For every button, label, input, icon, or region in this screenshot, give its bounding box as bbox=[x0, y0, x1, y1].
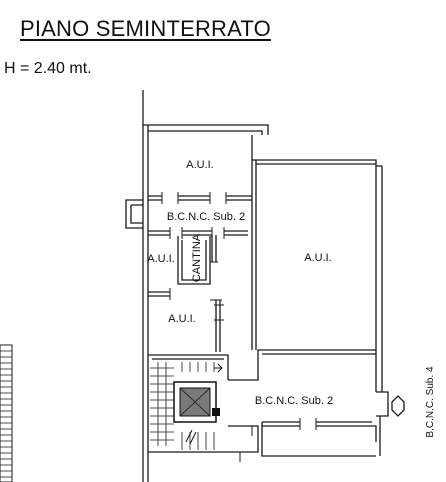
door-ticks bbox=[161, 192, 317, 462]
mid-partition-upper bbox=[211, 235, 217, 262]
left-room-divider bbox=[148, 291, 170, 297]
stair-arrows bbox=[185, 363, 223, 445]
entry-marker bbox=[391, 395, 405, 417]
elevator bbox=[173, 381, 220, 423]
east-entry bbox=[376, 391, 389, 417]
stair-core-north bbox=[148, 354, 229, 380]
room-label-bcnc-sub4: B.C.N.C. Sub. 4 bbox=[425, 366, 436, 438]
ceiling-height-label: H = 2.40 mt. bbox=[4, 60, 92, 77]
north-wall bbox=[143, 124, 269, 135]
ramp-hatch bbox=[0, 344, 13, 482]
room-label-bcnc-sub2-upper: B.C.N.C. Sub. 2 bbox=[167, 211, 245, 223]
big-room-north-wall bbox=[252, 159, 382, 167]
walls bbox=[125, 90, 405, 482]
room-label-aui-lower: A.U.I. bbox=[168, 313, 196, 325]
north-wall-inner bbox=[148, 130, 263, 135]
bcnc-north-wall bbox=[228, 349, 376, 381]
cantina-walls bbox=[177, 236, 211, 285]
plan-title: PIANO SEMINTERRATO bbox=[20, 16, 271, 41]
room-label-aui-big: A.U.I. bbox=[304, 252, 332, 264]
room-label-aui-left: A.U.I. bbox=[147, 253, 175, 265]
bcnc-south-outer bbox=[261, 422, 376, 457]
stair-treads bbox=[150, 362, 215, 450]
room-label-cantina: CANTINA bbox=[191, 233, 203, 282]
mid-partition-lower bbox=[215, 300, 221, 352]
room-label-aui-top: A.U.I. bbox=[186, 159, 214, 171]
cantina-walls-inner bbox=[181, 240, 207, 281]
bcnc-south-wall-inner bbox=[262, 425, 377, 442]
stair-south-wall bbox=[148, 425, 259, 453]
bay-window-inner bbox=[130, 204, 143, 224]
bay-window bbox=[125, 199, 143, 229]
room-label-bcnc-sub2-lower: B.C.N.C. Sub. 2 bbox=[255, 395, 333, 407]
